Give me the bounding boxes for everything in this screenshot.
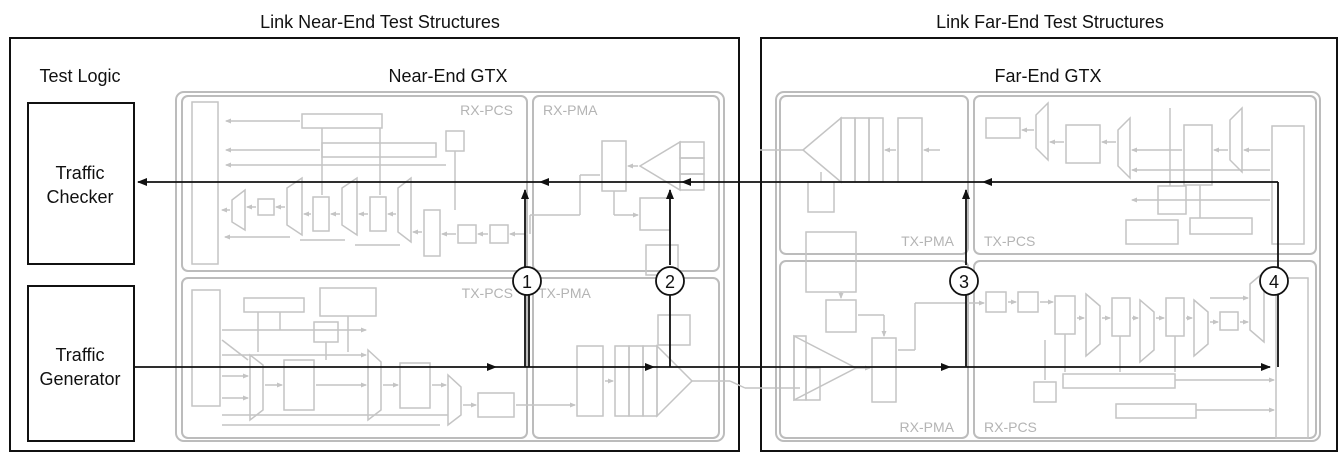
- far-tx-pcs-internals: [985, 101, 1305, 245]
- loopback-marker-3: [949, 266, 979, 296]
- near-tx-pma-block: [532, 277, 720, 439]
- far-rx-pcs-internals: [985, 270, 1309, 439]
- near-rx-pcs-label: RX-PCS: [460, 102, 513, 118]
- near-tx-pcs-internals: [191, 287, 576, 427]
- far-rx-pma-label: RX-PMA: [900, 419, 955, 435]
- far-gtx-outline: [775, 91, 1321, 442]
- near-end-frame: [9, 37, 740, 452]
- near-tx-pma-label: TX-PMA: [538, 285, 592, 301]
- loopback-paths: [134, 178, 1279, 371]
- loopback-marker-4: [1259, 266, 1289, 296]
- traffic-generator-label-line2: Generator: [39, 369, 120, 389]
- near-tx-pma-internals: [576, 314, 800, 418]
- loopback-marker-4-label: 4: [1269, 272, 1279, 292]
- near-rx-pma-block: [532, 95, 720, 272]
- far-tx-pma-label: TX-PMA: [901, 233, 955, 249]
- traffic-generator-box: [27, 285, 135, 442]
- loopback-marker-3-label: 3: [959, 272, 969, 292]
- far-rx-pma-block: [779, 260, 969, 439]
- far-tx-pma-internals: [760, 116, 940, 213]
- traffic-checker-label-line2: Checker: [46, 187, 113, 207]
- near-rx-pma-internals: [509, 140, 705, 276]
- far-rx-pcs-label: RX-PCS: [984, 419, 1037, 435]
- traffic-checker-box: [27, 102, 135, 265]
- loopback-marker-2: [655, 266, 685, 296]
- traffic-checker-label-line1: Traffic: [55, 163, 104, 183]
- loopback-marker-1-label: 1: [522, 272, 532, 292]
- traffic-generator-label-line1: Traffic: [55, 345, 104, 365]
- loopback-markers: 1 2 3 4: [512, 266, 1289, 296]
- far-end-frame: [760, 37, 1338, 452]
- far-tx-pcs-label: TX-PCS: [984, 233, 1035, 249]
- far-tx-pcs-block: [973, 95, 1317, 255]
- near-end-gtx-title: Near-End GTX: [388, 66, 507, 86]
- near-rx-pcs-internals: [191, 101, 509, 265]
- far-rx-pcs-block: [973, 260, 1317, 439]
- far-tx-pma-block: [779, 95, 969, 255]
- near-gtx-outline: [175, 91, 725, 442]
- near-rx-pcs-block: [181, 95, 528, 272]
- far-end-gtx-blocks: [775, 91, 1321, 442]
- far-end-header: Link Far-End Test Structures: [936, 12, 1164, 32]
- test-logic-title: Test Logic: [39, 66, 120, 86]
- near-tx-pcs-label: TX-PCS: [462, 285, 513, 301]
- loopback-marker-2-label: 2: [665, 272, 675, 292]
- far-end-gtx-title: Far-End GTX: [994, 66, 1101, 86]
- near-end-gtx-blocks: [175, 91, 725, 442]
- far-rx-pma-internals: [793, 231, 985, 403]
- loopback-marker-1: [512, 266, 542, 296]
- near-rx-pma-label: RX-PMA: [543, 102, 598, 118]
- near-tx-pcs-block: [181, 277, 528, 439]
- near-end-header: Link Near-End Test Structures: [260, 12, 500, 32]
